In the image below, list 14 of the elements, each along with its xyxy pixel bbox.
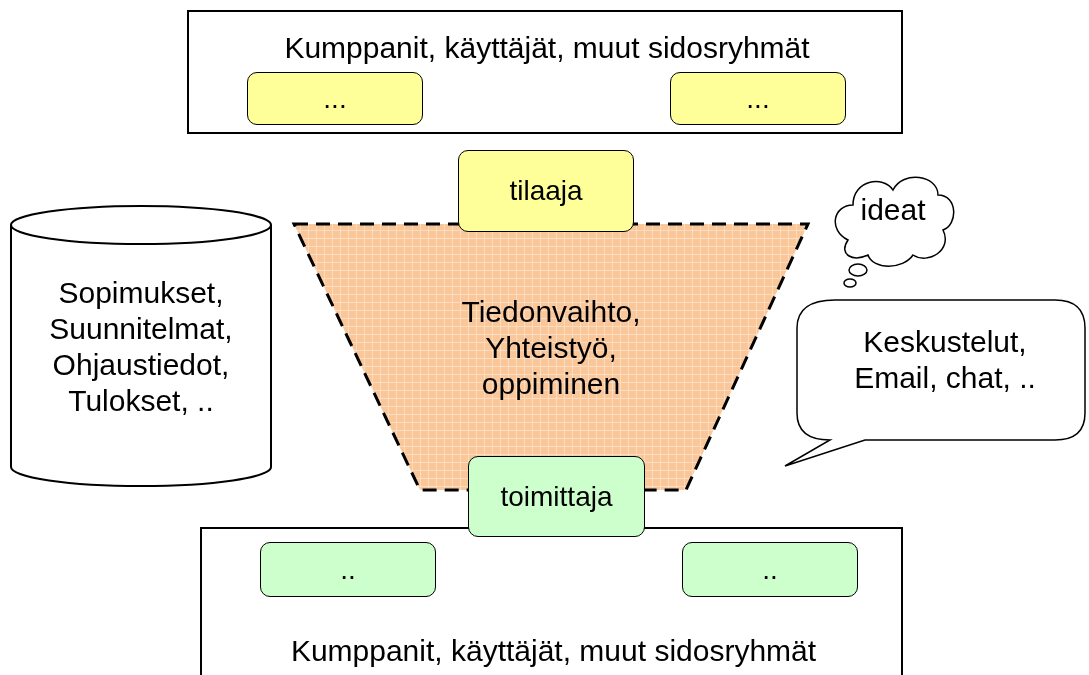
role-box: .. bbox=[260, 542, 436, 597]
bubble-text: Keskustelut, Email, chat, .. bbox=[853, 324, 1037, 396]
group-panel bbox=[187, 10, 903, 134]
panel-heading: Kumppanit, käyttäjät, muut sidosryhmät bbox=[283, 30, 811, 66]
role-box: toimittaja bbox=[468, 456, 645, 537]
funnel-text: Tiedonvaihto, Yhteistyö, oppiminen bbox=[460, 294, 642, 402]
role-box: ... bbox=[247, 72, 423, 125]
cylinder-text: Sopimukset, Suunnitelmat, Ohjaustiedot, Tulokset, .. bbox=[48, 275, 234, 419]
role-box: .. bbox=[682, 542, 858, 597]
role-box: tilaaja bbox=[458, 150, 634, 232]
role-box: ... bbox=[670, 72, 846, 125]
cloud-text: ideat bbox=[859, 192, 927, 228]
panel-heading: Kumppanit, käyttäjät, muut sidosryhmät bbox=[289, 633, 818, 669]
group-panel bbox=[200, 527, 903, 675]
